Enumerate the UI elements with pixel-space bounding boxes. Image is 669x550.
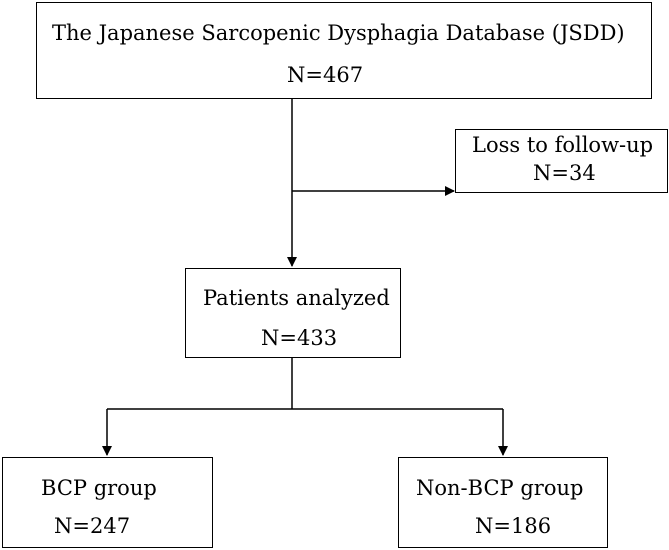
analyzed-count: N=433 — [261, 326, 338, 350]
nonbcp-count: N=186 — [475, 514, 552, 538]
loss-title: Loss to follow-up — [472, 133, 654, 157]
loss-to-follow-up-box: Loss to follow-up N=34 — [455, 129, 668, 193]
nonbcp-title: Non-BCP group — [416, 476, 584, 500]
bcp-count: N=247 — [54, 514, 131, 538]
loss-count: N=34 — [533, 161, 596, 185]
database-count: N=467 — [287, 63, 364, 87]
patients-analyzed-box: Patients analyzed N=433 — [185, 268, 401, 358]
database-title: The Japanese Sarcopenic Dysphagia Databa… — [52, 21, 625, 45]
non-bcp-group-box: Non-BCP group N=186 — [398, 457, 608, 548]
bcp-title: BCP group — [41, 476, 157, 500]
database-box: The Japanese Sarcopenic Dysphagia Databa… — [36, 2, 652, 99]
analyzed-title: Patients analyzed — [203, 286, 390, 310]
bcp-group-box: BCP group N=247 — [2, 457, 213, 548]
